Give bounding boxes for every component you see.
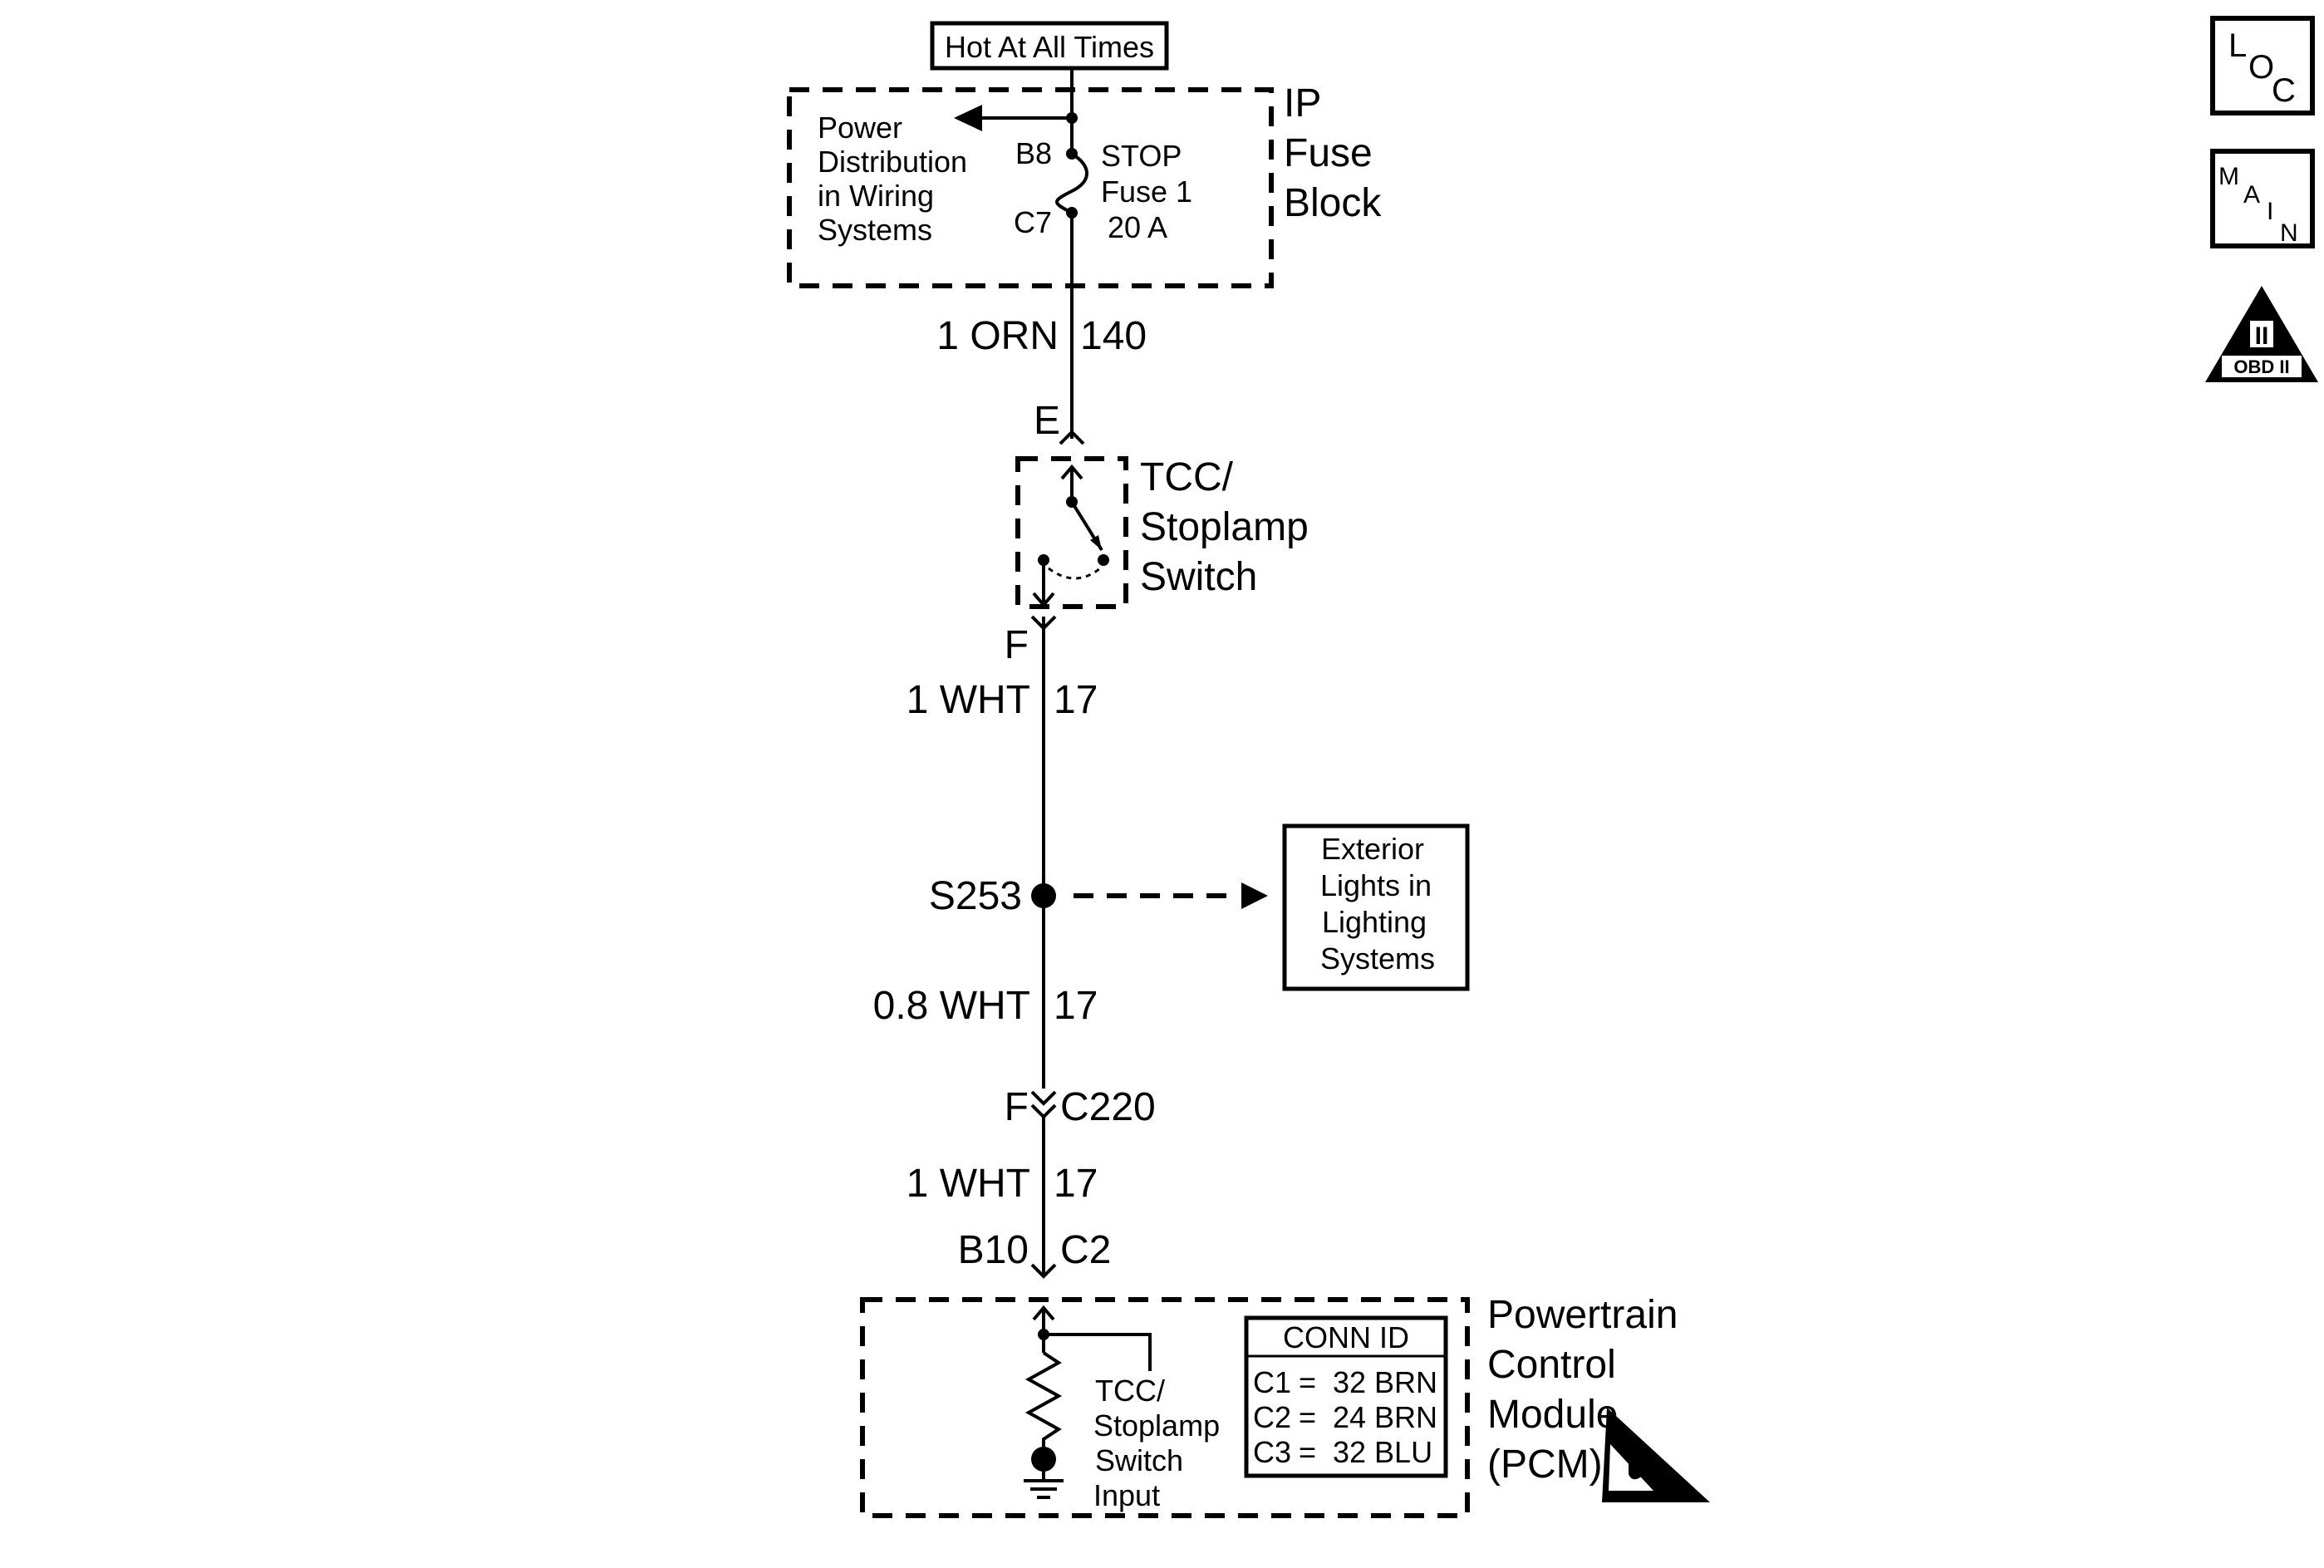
c220-name: C220	[1060, 1085, 1156, 1129]
conn-id-c1-eq: =	[1299, 1365, 1316, 1399]
obd-ii-icon[interactable]: II OBD II	[2205, 286, 2318, 382]
fuse-icon	[1055, 152, 1088, 214]
wire-4-circuit: 17	[1054, 1162, 1098, 1206]
hot-at-all-times-label: Hot At All Times	[930, 21, 1169, 71]
hot-label-text: Hot At All Times	[945, 30, 1154, 64]
fuse-name-3: 20 A	[1108, 210, 1167, 244]
ext-lights-line-3: Lighting	[1322, 905, 1427, 939]
resistor-icon	[1024, 1351, 1063, 1456]
junction-dot	[1066, 112, 1078, 124]
svg-text:O: O	[2248, 49, 2274, 86]
arrow-down-icon	[1032, 592, 1055, 608]
switch-blade-tip	[1090, 535, 1102, 550]
connector-c220: F C220	[1005, 1085, 1156, 1129]
wire-3-gauge: 0.8 WHT	[873, 984, 1030, 1028]
fuse-block-title-3: Block	[1284, 181, 1382, 225]
conn-id-c2-eq: =	[1299, 1400, 1316, 1434]
fuse-name-2: Fuse 1	[1101, 174, 1192, 209]
switch-title-1: TCC/	[1140, 455, 1234, 499]
switch-pin-e: E	[1034, 399, 1060, 443]
power-dist-line-3: in Wiring	[818, 179, 934, 213]
wire-4-gauge: 1 WHT	[907, 1162, 1030, 1206]
fuse-block-title-2: Fuse	[1284, 131, 1373, 175]
conn-id-c3: C3	[1253, 1435, 1291, 1469]
pcm-title-3: Module	[1487, 1393, 1618, 1437]
obd-roman: II	[2255, 322, 2269, 350]
conn-id-c1: C1	[1253, 1365, 1291, 1399]
fuse-pin-b8: B8	[1015, 136, 1052, 170]
arrow-up-icon	[1060, 464, 1083, 480]
wire-1-gauge: 1 ORN	[936, 314, 1059, 358]
svg-text:C: C	[2272, 72, 2296, 109]
tcc-stoplamp-switch: E TCC/ Stoplamp Switch F	[1005, 399, 1309, 667]
switch-title-3: Switch	[1140, 555, 1257, 599]
splice-label: S253	[929, 874, 1022, 918]
wire-2-circuit: 17	[1054, 678, 1098, 722]
pcm-input-line-4: Input	[1093, 1478, 1160, 1512]
wire-1-circuit: 140	[1080, 314, 1147, 358]
connector-chevron-e	[1059, 430, 1085, 445]
pcm-input-line-1: TCC/	[1095, 1374, 1165, 1408]
pcm-input-line-2: Stoplamp	[1093, 1408, 1220, 1443]
arrow-right-icon	[1241, 882, 1268, 909]
conn-id-c3-eq: =	[1299, 1435, 1316, 1469]
pcm-title-1: Powertrain	[1487, 1293, 1678, 1337]
pcm-connector-c2: C2	[1060, 1228, 1111, 1272]
pcm-module: Powertrain Control Module (PCM) TCC/ Sto…	[860, 1293, 1710, 1518]
fuse-pin-c7: C7	[1014, 205, 1052, 239]
ext-lights-line-2: Lights in	[1320, 868, 1432, 902]
switch-contact-open	[1098, 554, 1109, 566]
conn-id-table: CONN ID C1 = 32 BRN C2 = 24 BRN C3 = 32 …	[1244, 1315, 1448, 1478]
conn-id-c2-value: 24 BRN	[1333, 1400, 1437, 1434]
loc-icon[interactable]: L O C	[2210, 16, 2315, 116]
fuse-block-title-1: IP	[1284, 81, 1321, 125]
c220-chevron-bottom	[1030, 1103, 1057, 1119]
svg-text:A: A	[2243, 181, 2260, 209]
fuse-name-1: STOP	[1101, 139, 1182, 173]
pcm-input-tap	[1044, 1333, 1152, 1371]
pcm-pin-b10: B10	[958, 1228, 1029, 1272]
splice-s253: S253 Exterior Lights in Lighting Systems	[929, 823, 1470, 991]
conn-id-header: CONN ID	[1283, 1320, 1409, 1354]
wire-3-circuit: 17	[1054, 984, 1098, 1028]
conn-id-c2: C2	[1253, 1400, 1291, 1434]
power-dist-line-4: Systems	[818, 213, 932, 247]
switch-pin-f: F	[1005, 623, 1029, 667]
svg-text:I: I	[2267, 198, 2273, 225]
pcm-input-line-3: Switch	[1095, 1443, 1183, 1477]
obd-text: OBD II	[2233, 356, 2289, 377]
switch-title-2: Stoplamp	[1140, 505, 1309, 549]
svg-text:M: M	[2218, 163, 2239, 190]
pcm-title-4: (PCM)	[1487, 1443, 1603, 1487]
splice-dot	[1031, 883, 1056, 908]
arrow-up-icon	[1032, 1305, 1055, 1321]
svg-text:N: N	[2280, 219, 2298, 247]
ext-lights-line-4: Systems	[1320, 941, 1435, 976]
main-icon[interactable]: M A I N	[2210, 149, 2315, 248]
svg-text:L: L	[2228, 27, 2247, 64]
power-dist-line-1: Power	[818, 111, 902, 145]
pcm-ground-node	[1031, 1447, 1056, 1472]
c220-pin: F	[1005, 1085, 1029, 1129]
pcm-connector-chevron	[1030, 1263, 1057, 1279]
power-dist-line-2: Distribution	[818, 145, 967, 179]
conn-id-c1-value: 32 BRN	[1333, 1365, 1437, 1399]
esd-warning-icon	[1602, 1408, 1710, 1502]
ip-fuse-block: IP Fuse Block Power Distribution in Wiri…	[787, 68, 1382, 288]
ext-lights-line-1: Exterior	[1321, 832, 1424, 866]
c220-chevron-top	[1030, 1090, 1057, 1106]
pcm-title-2: Control	[1487, 1343, 1616, 1387]
wire-2-gauge: 1 WHT	[907, 678, 1030, 722]
switch-travel-arc	[1048, 567, 1101, 580]
conn-id-c3-value: 32 BLU	[1333, 1435, 1432, 1469]
arrow-left-icon	[954, 105, 982, 131]
